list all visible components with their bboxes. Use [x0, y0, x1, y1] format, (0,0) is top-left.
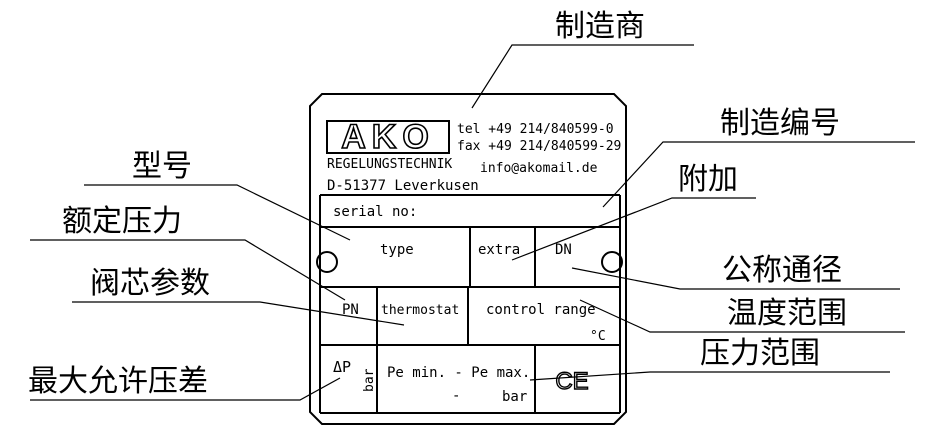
- dn-label: DN: [555, 242, 572, 258]
- leader-max-diff: [30, 377, 341, 401]
- callout-max-pressure-diff: 最大允许压差: [28, 364, 208, 399]
- thermostat-label: thermostat: [381, 303, 459, 318]
- leader-extra: [511, 197, 756, 261]
- callout-extra: 附加: [678, 162, 738, 197]
- email-address: info@akomail.de: [480, 161, 598, 176]
- logo-box: [326, 120, 450, 154]
- callout-rated-pressure: 额定压力: [62, 204, 182, 239]
- leader-rated-pressure: [30, 239, 346, 301]
- callout-manufacturer: 制造商: [555, 9, 645, 44]
- callout-pressure-range: 压力范围: [700, 336, 820, 371]
- delta-p-unit: bar: [362, 368, 377, 392]
- brand-subtitle: REGELUNGSTECHNIK: [327, 157, 452, 172]
- type-label: type: [380, 242, 414, 258]
- degree-unit: °C: [590, 329, 606, 344]
- callout-valve-core: 阀芯参数: [90, 266, 210, 301]
- leader-valve-core: [72, 301, 405, 326]
- phone-number: tel +49 214/840599-0: [457, 122, 614, 137]
- callout-temperature: 温度范围: [727, 296, 847, 331]
- serial-label: serial no:: [333, 204, 417, 220]
- company-address: D-51377 Leverkusen: [327, 178, 479, 194]
- pe-unit: bar: [502, 389, 527, 405]
- leader-model: [84, 184, 351, 241]
- leader-manufacturer: [471, 44, 694, 109]
- delta-p-label: ΔP: [333, 358, 351, 376]
- control-range-label: control range: [486, 302, 596, 318]
- leader-pressure-range: [529, 371, 890, 381]
- leader-serial-number: [602, 141, 915, 208]
- pe-dash: -: [452, 388, 460, 404]
- ce-mark: CE: [555, 368, 588, 395]
- callout-model: 型号: [132, 149, 192, 184]
- pn-label: PN: [342, 302, 359, 318]
- pe-range-label: Pe min. - Pe max.: [387, 365, 530, 381]
- fax-number: fax +49 214/840599-29: [457, 139, 621, 154]
- extra-label: extra: [478, 242, 520, 258]
- callout-serial-number: 制造编号: [720, 106, 840, 141]
- mounting-hole-left: [316, 251, 338, 273]
- brand-logo: AKO: [341, 118, 435, 156]
- leader-nominal-diameter: [571, 267, 900, 290]
- callout-nominal-diameter: 公称通径: [722, 253, 842, 288]
- mounting-hole-right: [601, 251, 623, 273]
- plate-outline: [309, 93, 627, 425]
- leader-temperature: [579, 299, 905, 333]
